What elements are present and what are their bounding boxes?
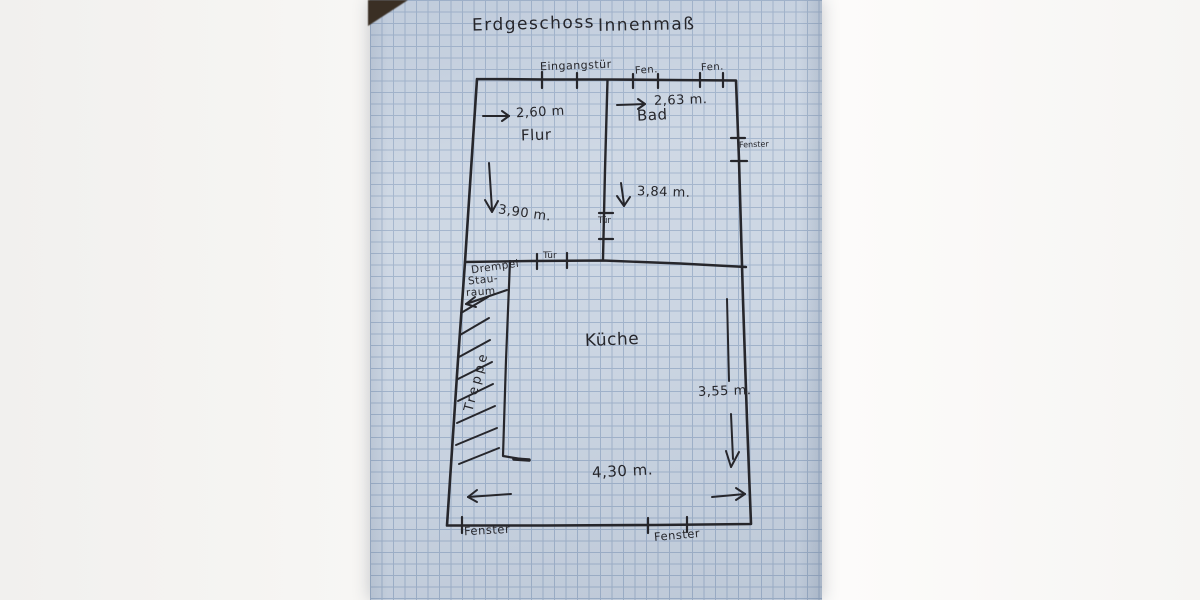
flur-width-value: 2,60 m	[515, 103, 566, 122]
window-right-label: Fenster	[738, 139, 769, 150]
kueche-depth-value: 3,55 m.	[697, 383, 752, 400]
entry-door-label: Eingangstür	[539, 57, 612, 74]
arrow-kueche-width-right	[712, 488, 745, 500]
dimension-arrows	[468, 99, 745, 502]
desk-corner	[368, 0, 408, 26]
window-abbrev-1-label: Fen.	[634, 64, 659, 77]
arrow-flur-width	[483, 111, 509, 121]
stauraum-arrow	[466, 290, 507, 307]
arrow-flur-depth	[485, 163, 498, 212]
bad-room-label: Bad	[636, 105, 668, 125]
arrow-bad-width	[617, 99, 645, 109]
stair-treads	[456, 297, 499, 464]
bad-depth-value: 3,84 m.	[636, 184, 691, 201]
wall-flur-bad	[603, 80, 608, 259]
door-flur-bad-label: Tür	[598, 216, 611, 226]
stauraum-label-line3: raum	[465, 284, 497, 300]
arrow-bad-depth	[617, 183, 630, 206]
window-abbrev-2-label: Fen.	[700, 61, 725, 74]
door-flur-kueche-label: Tür	[543, 251, 557, 261]
kueche-room-label: Küche	[584, 329, 640, 351]
page-title-right: Innenmaß	[597, 14, 696, 36]
wall-kueche-top	[465, 261, 746, 268]
arrow-kueche-depth	[726, 299, 739, 467]
kueche-width-value: 4,30 m.	[591, 460, 654, 482]
flur-room-label: Flur	[520, 125, 552, 145]
interior-walls	[465, 80, 746, 267]
window-bottom-left-label: Fenster	[463, 521, 511, 539]
arrow-kueche-width-left	[468, 490, 511, 502]
outer-wall	[447, 79, 751, 526]
page-title-left: Erdgeschoss	[471, 12, 596, 36]
opening-ticks	[462, 72, 747, 533]
staircase	[456, 261, 529, 464]
stair-foot-mark	[514, 459, 529, 460]
